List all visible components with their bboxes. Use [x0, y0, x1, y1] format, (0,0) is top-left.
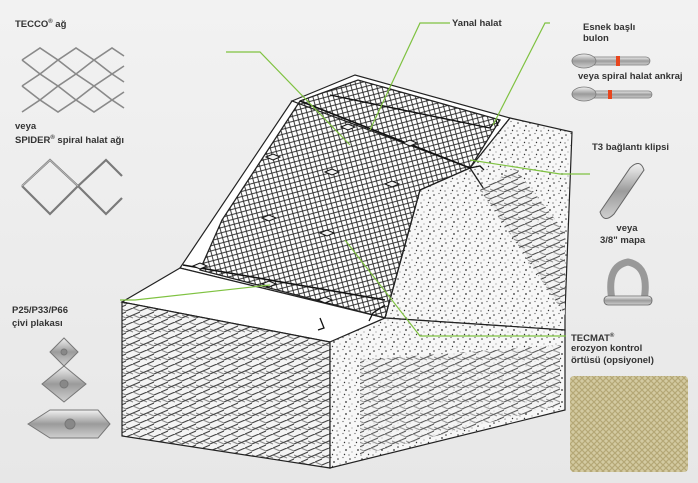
label-spiral-anchor: veya spiral halat ankraj: [578, 71, 683, 82]
label-civi: çivi plakası: [12, 318, 63, 329]
reg-mark-3: ®: [609, 333, 615, 339]
label-yanal-halat: Yanal halat: [452, 18, 502, 29]
label-p25: P25/P33/P66: [12, 305, 68, 316]
tecco-suffix: ağ: [52, 19, 67, 31]
rope-anchors: [317, 119, 499, 331]
label-ortusu: örtüsü (opsiyonel): [571, 355, 654, 366]
label-tecmat: TECMAT®: [571, 331, 614, 344]
bolt-icon: [571, 53, 651, 69]
label-veya-2: veya: [616, 223, 638, 234]
right-front-texture: [360, 345, 560, 455]
label-esnek-2: bulon: [583, 33, 609, 44]
reg-mark: ®: [48, 19, 53, 25]
spider-mesh-icon: [21, 158, 123, 216]
leader-lines: [120, 22, 590, 337]
label-erozyon: erozyon kontrol: [571, 343, 643, 354]
label-veya-1: veya: [15, 121, 37, 132]
spiral-anchor-icon: [571, 86, 653, 102]
right-texture: [480, 168, 565, 315]
spider-suffix: spiral halat ağı: [54, 135, 124, 147]
nail-plates-on-slope: [191, 123, 419, 304]
tecco-text: TECCO: [15, 19, 49, 31]
tecco-mesh-icon: [21, 47, 125, 113]
spider-text: SPIDER: [15, 135, 51, 147]
plate-icon: [27, 337, 111, 439]
label-t3-clip: T3 bağlantı klipsi: [592, 142, 670, 153]
label-tecco: TECCO® ağ: [15, 17, 66, 30]
clip-icon: [599, 163, 645, 219]
tecmat-text: TECMAT: [571, 333, 610, 345]
reg-mark-2: ®: [50, 135, 55, 141]
shackle-icon: [603, 258, 653, 306]
label-esnek-1: Esnek başlı: [583, 22, 636, 33]
label-mapa: 3/8" mapa: [600, 235, 646, 246]
tecmat-icon: [570, 376, 688, 472]
label-spider: SPIDER® spiral halat ağı: [15, 133, 124, 146]
tecco-mesh-on-slope: [182, 79, 502, 319]
